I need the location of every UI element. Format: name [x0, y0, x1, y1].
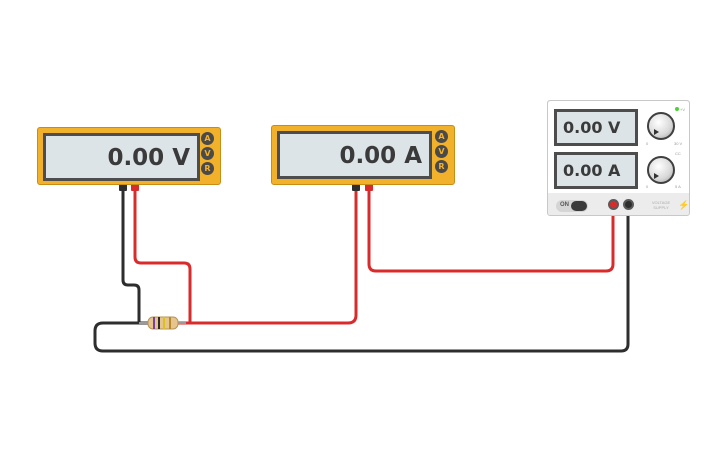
psu-lightning-icon: ⚡: [678, 200, 690, 210]
wire-red-voltmeter-to-resistor[interactable]: [133, 190, 192, 323]
psu-status-led-icon: [675, 107, 679, 111]
psu-current-reading: 0.00 A: [563, 161, 621, 180]
wire-black-voltmeter-to-resistor[interactable]: [121, 190, 150, 325]
psu-current-knob-min: 0: [646, 184, 649, 189]
voltmeter-mode-volt-button[interactable]: V: [201, 147, 214, 160]
voltmeter-probe-positive[interactable]: [131, 184, 139, 191]
psu-current-knob-max: 5 A: [675, 184, 681, 189]
ammeter[interactable]: 0.00 A A V R: [271, 125, 455, 185]
ammeter-probe-positive[interactable]: [365, 184, 373, 191]
psu-cc-label: CC: [675, 151, 681, 156]
voltmeter-mode-resistance-button[interactable]: R: [201, 162, 214, 175]
wire-red-resistor-to-ammeter[interactable]: [178, 190, 358, 325]
psu-negative-terminal[interactable]: [623, 199, 634, 210]
psu-led-label: +V: [680, 107, 686, 112]
voltmeter-probe-com[interactable]: [119, 184, 127, 191]
psu-brand-label: VOLTAGE SUPPLY: [651, 200, 671, 210]
voltmeter-display: 0.00 V: [43, 133, 200, 181]
wire-red-ammeter-to-psu[interactable]: [367, 190, 615, 273]
psu-voltage-knob[interactable]: [647, 112, 675, 140]
psu-voltage-knob-max: 30 V: [674, 141, 683, 146]
power-supply-panel: 0.00 V 0.00 A +V 0 30 V CC 0 5 A: [548, 101, 689, 193]
wire-black-resistor-to-psu[interactable]: [93, 205, 630, 353]
voltmeter-reading: 0.00 V: [107, 145, 190, 171]
resistor[interactable]: [139, 316, 186, 330]
voltmeter-mode-buttons: A V R: [201, 132, 216, 177]
ammeter-probe-com[interactable]: [352, 184, 360, 191]
ammeter-mode-volt-button[interactable]: V: [435, 145, 448, 158]
ammeter-mode-buttons: A V R: [435, 130, 450, 175]
voltmeter-mode-ampere-button[interactable]: A: [201, 132, 214, 145]
voltmeter[interactable]: 0.00 V A V R: [37, 127, 221, 185]
psu-current-display: 0.00 A: [554, 152, 638, 189]
ammeter-reading: 0.00 A: [339, 143, 422, 169]
psu-voltage-knob-min: 0: [646, 141, 649, 146]
ammeter-display: 0.00 A: [277, 131, 432, 179]
psu-current-knob[interactable]: [647, 156, 675, 184]
psu-voltage-reading: 0.00 V: [563, 118, 621, 137]
psu-positive-terminal[interactable]: [608, 199, 619, 210]
psu-voltage-display: 0.00 V: [554, 109, 638, 146]
psu-power-switch[interactable]: ON: [556, 200, 588, 212]
power-supply[interactable]: 0.00 V 0.00 A +V 0 30 V CC 0 5 A ON VOLT…: [547, 100, 690, 216]
ammeter-mode-ampere-button[interactable]: A: [435, 130, 448, 143]
psu-power-switch-thumb: [571, 201, 587, 211]
psu-power-switch-label: ON: [560, 202, 569, 208]
ammeter-mode-resistance-button[interactable]: R: [435, 160, 448, 173]
